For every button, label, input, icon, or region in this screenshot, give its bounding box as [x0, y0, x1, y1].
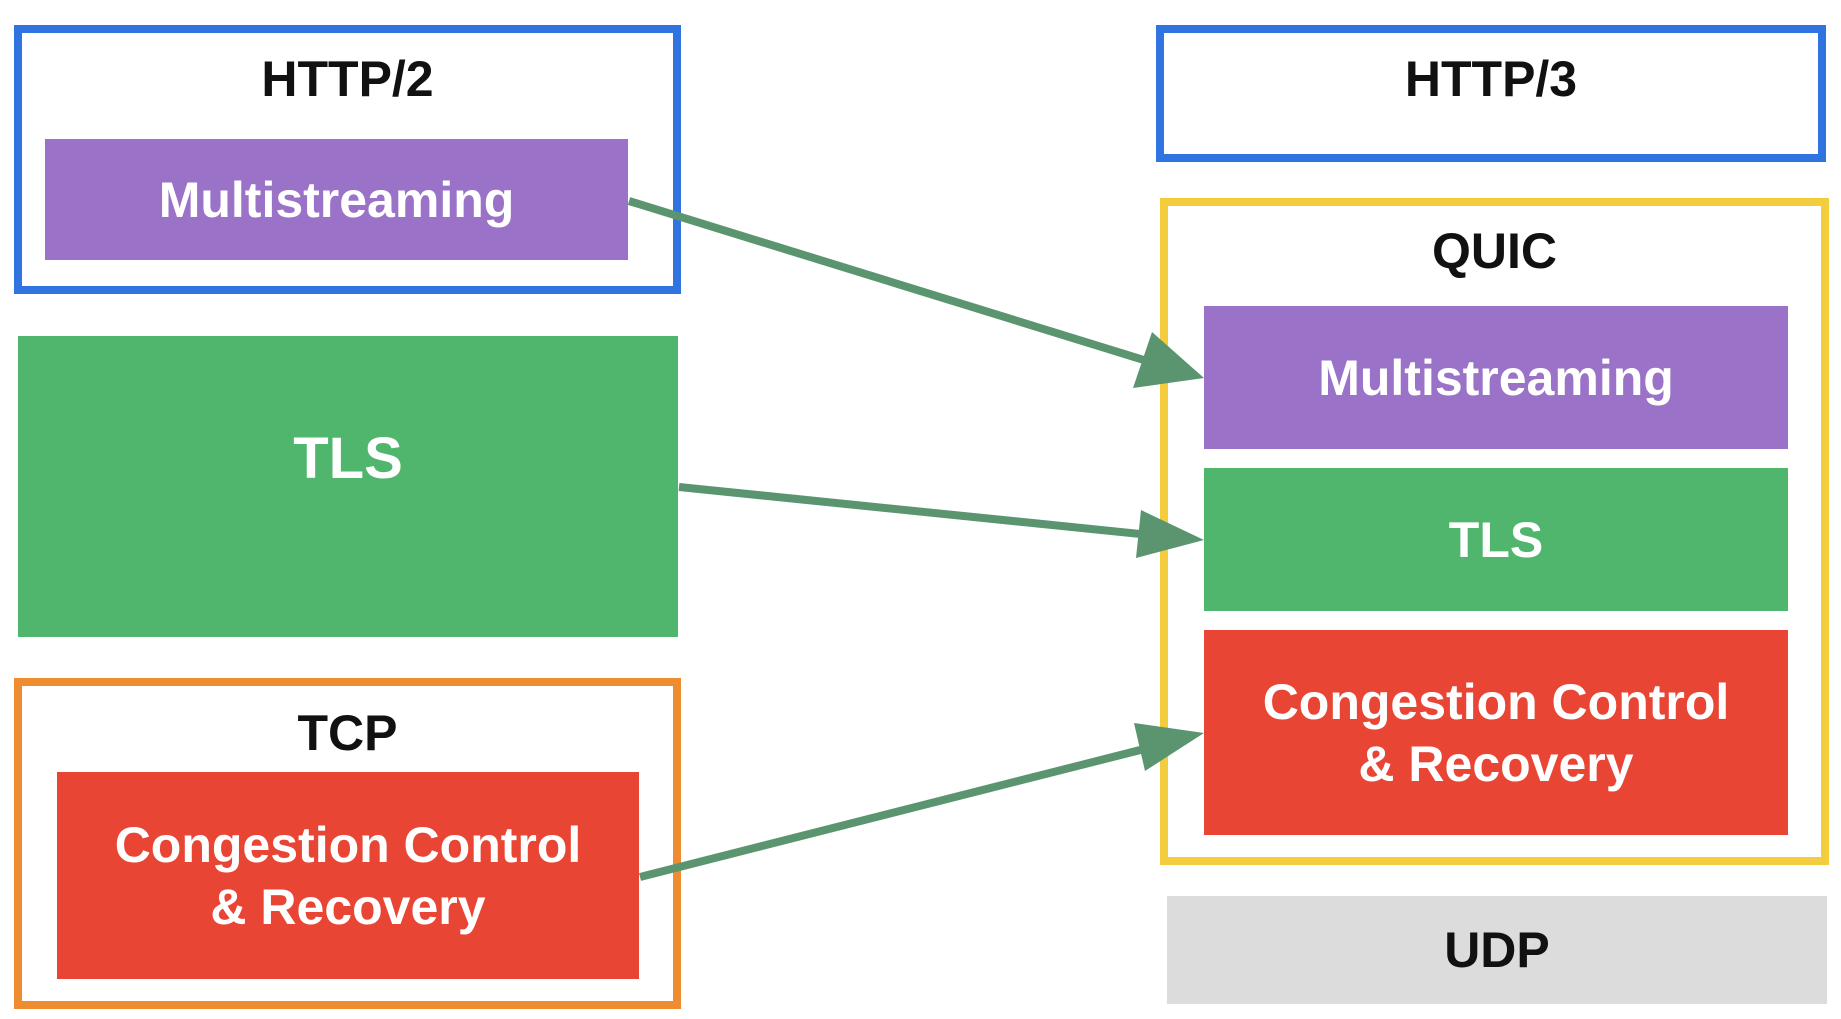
right-multistreaming-block: Multistreaming: [1204, 306, 1788, 449]
http3-frame: HTTP/3: [1156, 25, 1826, 162]
left-multistreaming-block: Multistreaming: [45, 139, 628, 260]
arrow-multistreaming: [627, 197, 1204, 388]
http3-title: HTTP/3: [1404, 51, 1578, 107]
http2-frame: HTTP/2: [14, 25, 681, 294]
right-tls-block: TLS: [1204, 468, 1788, 611]
arrow-tls: [678, 483, 1204, 558]
arrow-congestion: [639, 723, 1204, 881]
tcp-title: TCP: [297, 705, 398, 761]
http2-title: HTTP/2: [261, 51, 434, 107]
udp-block: UDP: [1167, 896, 1827, 1004]
left-tls-block: TLS: [18, 336, 678, 637]
quic-title: QUIC: [1432, 223, 1557, 279]
left-congestion-block: Congestion Control & Recovery: [57, 772, 639, 979]
right-congestion-block: Congestion Control & Recovery: [1204, 630, 1788, 835]
